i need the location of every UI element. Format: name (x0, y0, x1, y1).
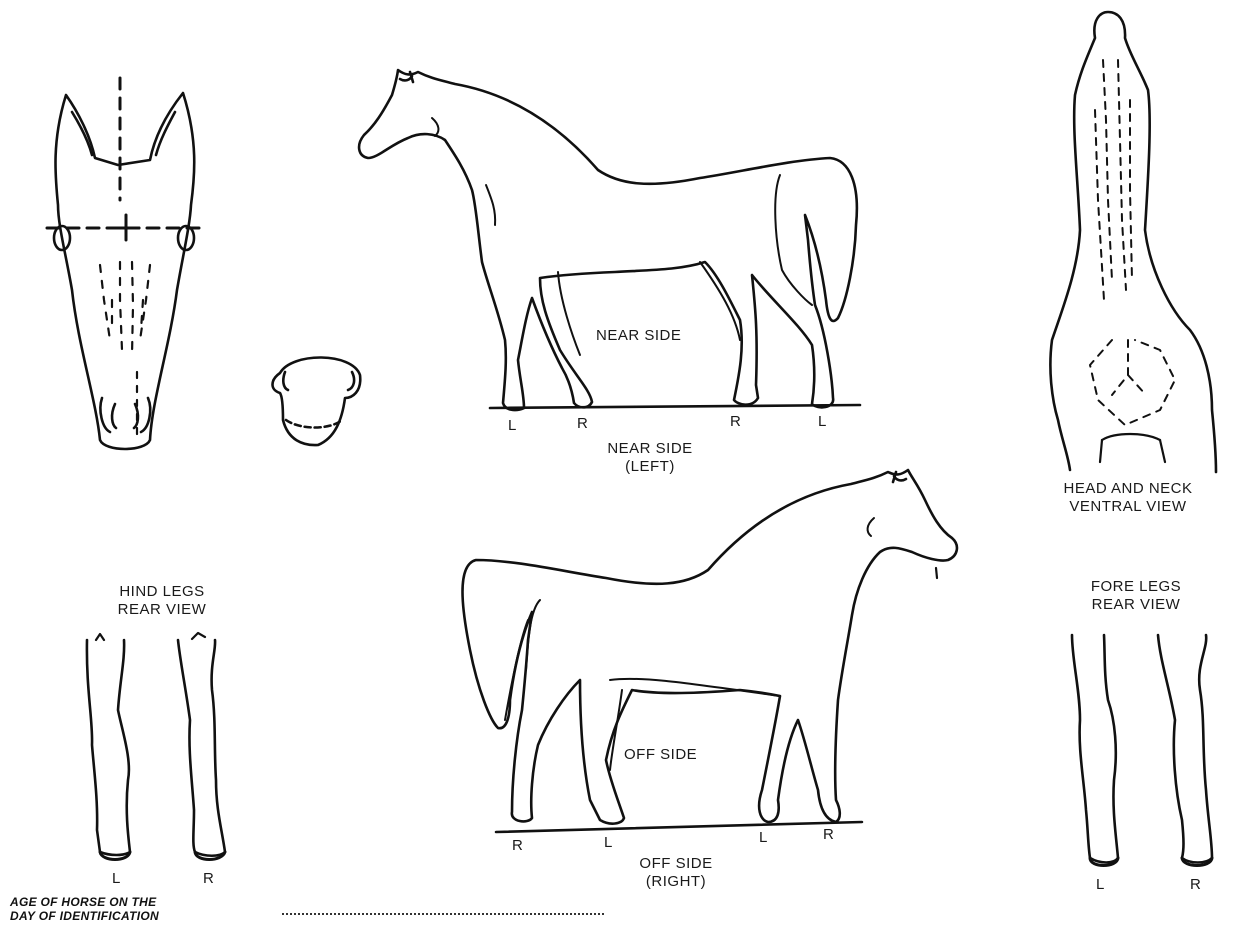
near-side-leg-label: L (818, 413, 827, 431)
hind-legs-caption: HIND LEGS REAR VIEW (118, 583, 207, 619)
near-side-leg-label: L (508, 417, 517, 435)
off-side-leg-label: L (759, 829, 768, 847)
age-field-input-line[interactable] (282, 913, 604, 915)
near-side-leg-label: R (730, 413, 741, 431)
head-neck-caption-line1: HEAD AND NECK (1063, 480, 1192, 498)
off-side-leg-label: L (604, 834, 613, 852)
age-field-label: AGE OF HORSE ON THE DAY OF IDENTIFICATIO… (10, 895, 159, 923)
hind-legs-caption-line1: HIND LEGS (118, 583, 207, 601)
muzzle-view (273, 357, 361, 445)
hind-legs-left-label: L (112, 870, 121, 888)
fore-legs-caption-line2: REAR VIEW (1091, 596, 1181, 614)
off-side-leg-label: R (512, 837, 523, 855)
hind-legs-caption-line2: REAR VIEW (118, 601, 207, 619)
off-side-inner-label: OFF SIDE (624, 746, 697, 764)
age-field-label-line1: AGE OF HORSE ON THE (10, 895, 159, 909)
off-side-caption-line1: OFF SIDE (639, 855, 712, 873)
near-side-caption: NEAR SIDE (LEFT) (607, 440, 692, 476)
near-side-caption-line2: (LEFT) (607, 458, 692, 476)
off-side-leg-label: R (823, 826, 834, 844)
fore-legs-right-label: R (1190, 876, 1201, 894)
near-side-inner-label: NEAR SIDE (596, 327, 681, 345)
near-side-caption-line1: NEAR SIDE (607, 440, 692, 458)
fore-legs-caption: FORE LEGS REAR VIEW (1091, 578, 1181, 614)
near-side-horse (359, 70, 860, 410)
head-neck-ventral-view (1050, 12, 1216, 472)
fore-legs-rear-view (1072, 635, 1212, 866)
off-side-caption-line2: (RIGHT) (639, 873, 712, 891)
hind-legs-rear-view (87, 633, 225, 860)
off-side-caption: OFF SIDE (RIGHT) (639, 855, 712, 891)
head-front-view (47, 78, 205, 449)
near-side-leg-label: R (577, 415, 588, 433)
fore-legs-left-label: L (1096, 876, 1105, 894)
head-neck-caption-line2: VENTRAL VIEW (1063, 498, 1192, 516)
hind-legs-right-label: R (203, 870, 214, 888)
fore-legs-caption-line1: FORE LEGS (1091, 578, 1181, 596)
off-side-horse (463, 470, 957, 832)
age-field-label-line2: DAY OF IDENTIFICATION (10, 909, 159, 923)
head-neck-caption: HEAD AND NECK VENTRAL VIEW (1063, 480, 1192, 516)
